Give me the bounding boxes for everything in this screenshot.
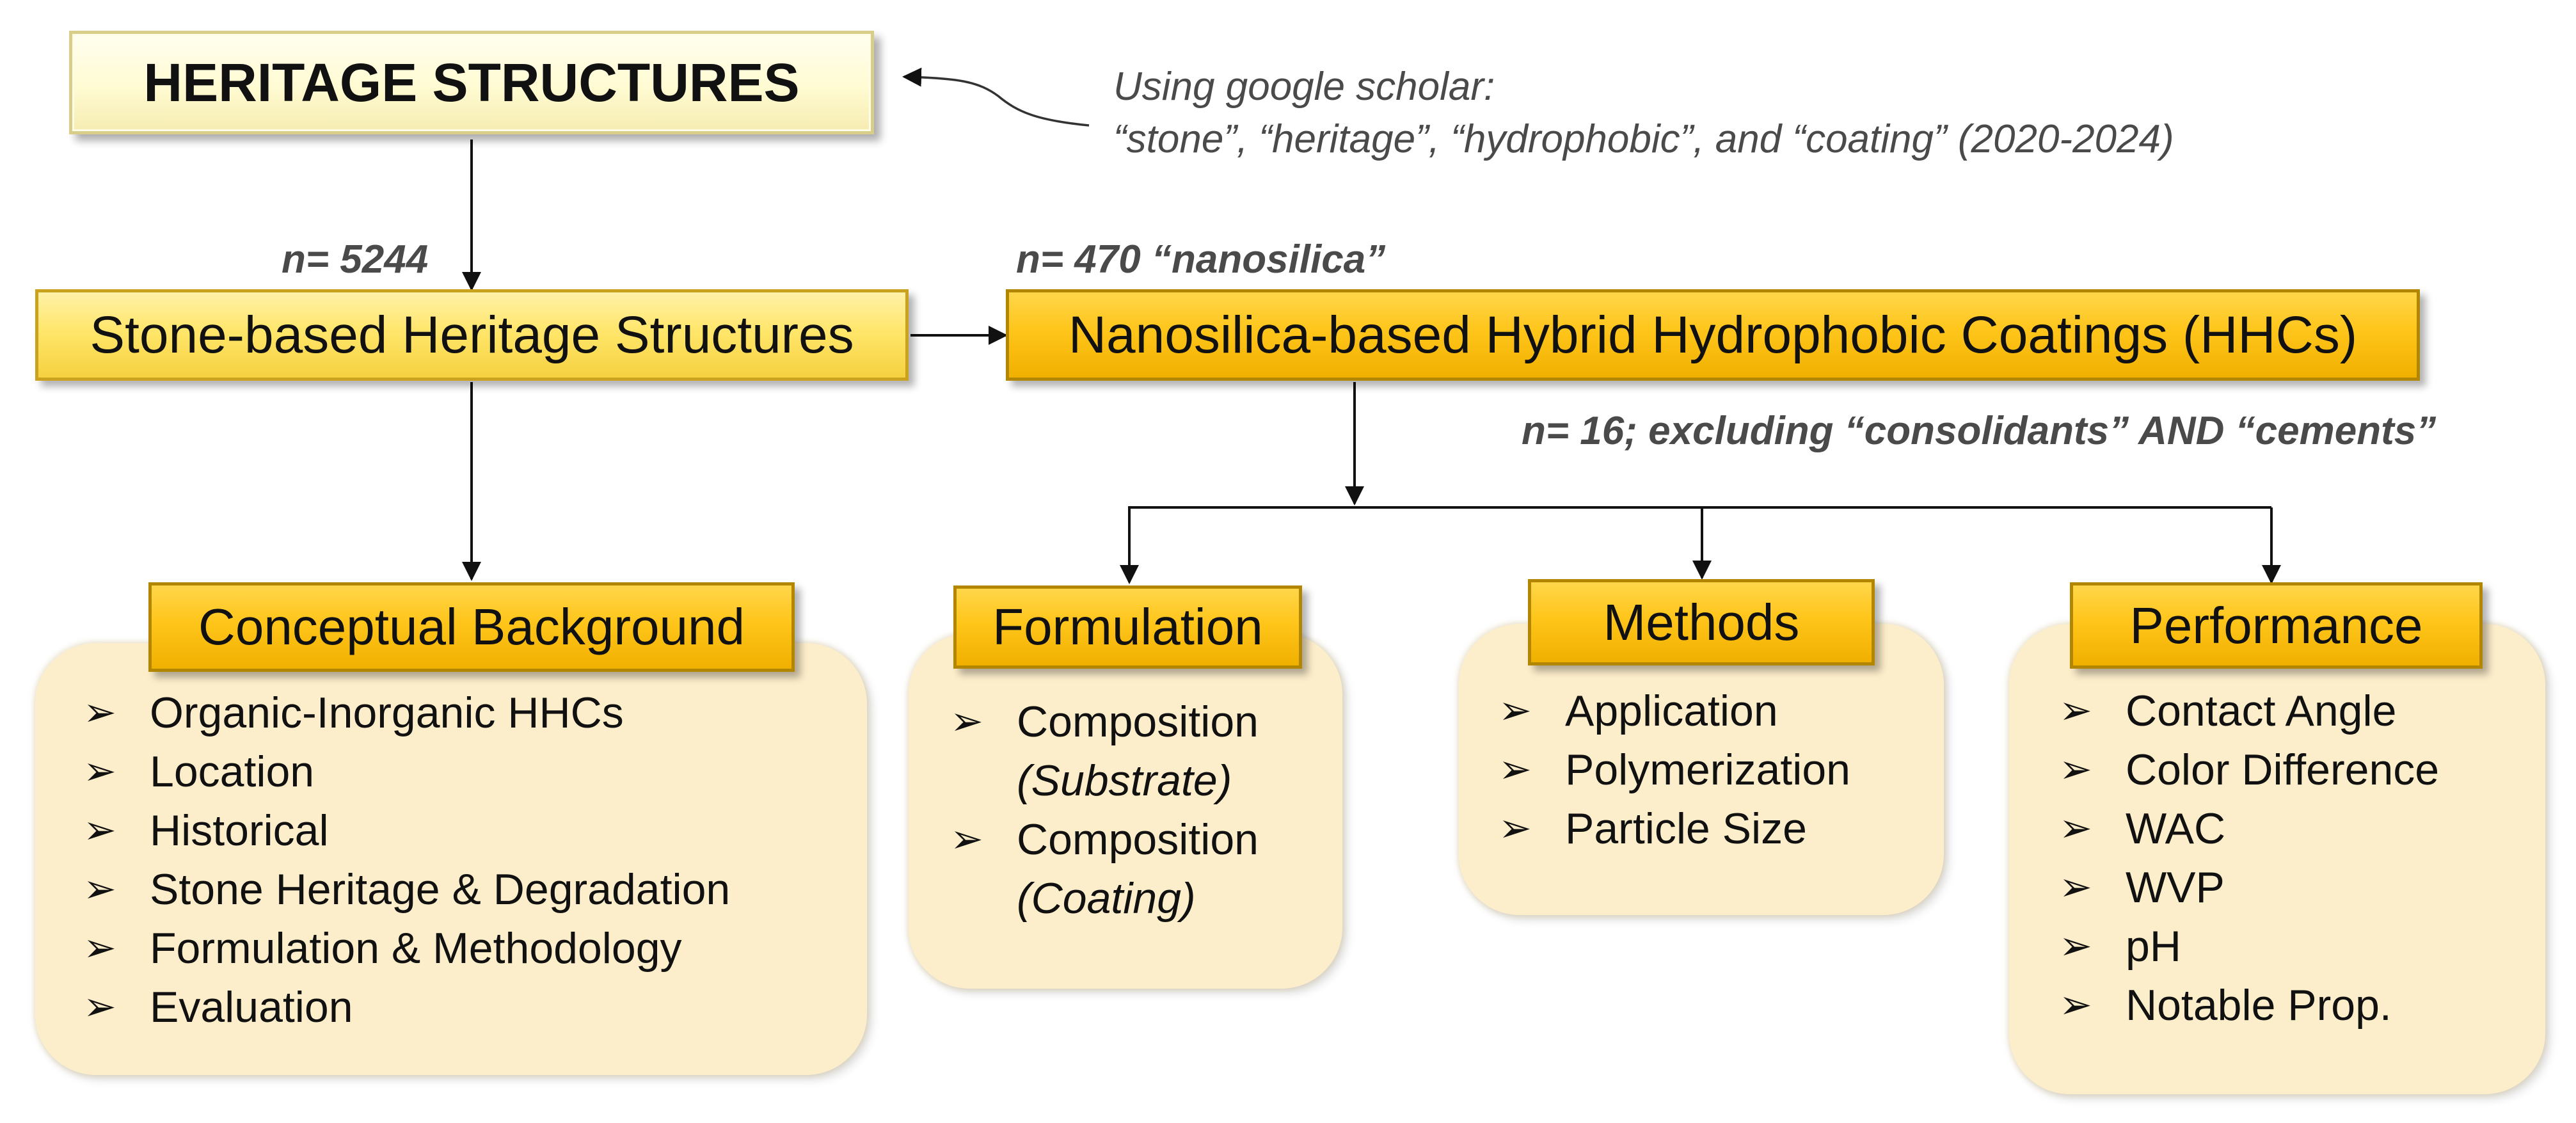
list-item-label: Color Difference [2126,745,2440,794]
arrow-source-to-heritage [902,67,1090,127]
count-stone-label: n= 5244 [282,237,429,282]
formulation-list: ➢ Composition (Substrate) ➢ Composition (Coa… [950,692,1259,928]
bullet-arrow-icon: ➢ [950,699,983,744]
formulation-header: Formulation [953,585,1302,669]
list-item: ➢ Composition (Coating) [950,810,1259,928]
list-item: ➢ Composition (Substrate) [950,692,1259,810]
list-item: ➢ Polymerization [1499,740,1850,799]
bullet-arrow-icon: ➢ [83,749,116,793]
bullet-arrow-icon: ➢ [83,808,116,852]
list-item: ➢ pH [2059,917,2439,976]
performance-panel [2009,624,2545,1094]
heritage-structures-label: HERITAGE STRUCTURES [143,52,800,113]
list-item-label: Location [150,747,315,796]
list-item-label: Historical [150,806,329,855]
nanosilica-hhc-label: Nanosilica-based Hybrid Hydrophobic Coat… [1068,305,2358,364]
list-item: ➢ Stone Heritage & Degradation [83,860,730,919]
list-item-label: Composition [1017,697,1259,746]
performance-header: Performance [2070,582,2483,669]
bullet-arrow-icon: ➢ [2059,806,2092,850]
formulation-title: Formulation [992,598,1263,655]
bullet-arrow-icon: ➢ [1499,689,1532,733]
list-item-label: Application [1565,687,1778,735]
list-item: ➢ Contact Angle [2059,681,2439,740]
bullet-arrow-icon: ➢ [950,817,983,861]
count-final-number: n= 16 [1522,409,1625,453]
count-nano-label: n= 470 “nanosilica” [1016,237,1386,282]
list-item: ➢ Formulation & Methodology [83,919,730,978]
list-item: ➢ Evaluation [83,978,730,1037]
stone-heritage-box: Stone-based Heritage Structures [35,289,909,381]
bullet-arrow-icon: ➢ [1499,806,1532,850]
list-item-label: WAC [2126,804,2226,853]
count-final-criteria: ; excluding “consolidants” AND “cements” [1624,409,2437,453]
list-item-label: Polymerization [1565,745,1850,794]
list-item-label: Stone Heritage & Degradation [150,865,731,914]
conceptual-background-header: Conceptual Background [148,582,795,672]
bullet-arrow-icon: ➢ [83,926,116,970]
list-item-label: WVP [2126,863,2225,912]
count-final-label: n= 16; excluding “consolidants” AND “cem… [1522,408,2436,454]
list-item-label: Composition [1017,815,1259,864]
list-item: ➢ Historical [83,801,730,860]
bullet-arrow-icon: ➢ [2059,983,2092,1027]
bullet-arrow-icon: ➢ [2059,747,2092,792]
list-item: ➢ Application [1499,681,1850,740]
list-item-sublabel: (Substrate) [1017,756,1232,805]
list-item: ➢ WAC [2059,799,2439,858]
formulation-panel [909,633,1342,989]
bullet-arrow-icon: ➢ [2059,689,2092,733]
list-item-sublabel: (Coating) [1017,874,1196,923]
list-item-label: Evaluation [150,983,353,1031]
performance-list: ➢ Contact Angle ➢ Color Difference ➢ WAC ➢ W… [2059,681,2439,1035]
bullet-arrow-icon: ➢ [2059,924,2092,968]
bullet-arrow-icon: ➢ [83,985,116,1029]
conceptual-background-list: ➢ Organic-Inorganic HHCs ➢ Location ➢ Histo… [83,683,730,1037]
list-item-label: Notable Prop. [2126,981,2392,1030]
conceptual-background-title: Conceptual Background [198,598,745,655]
bullet-arrow-icon: ➢ [83,690,116,735]
source-note-line1: Using google scholar: [1113,65,1495,109]
list-item: ➢ Location [83,742,730,801]
list-item: ➢ WVP [2059,858,2439,917]
methods-header: Methods [1528,579,1875,665]
nanosilica-hhc-box: Nanosilica-based Hybrid Hydrophobic Coat… [1006,289,2420,381]
list-item-label: Organic-Inorganic HHCs [150,689,624,737]
performance-title: Performance [2129,596,2423,654]
list-item: ➢ Particle Size [1499,799,1850,858]
methods-title: Methods [1603,593,1800,651]
bullet-arrow-icon: ➢ [2059,865,2092,909]
methods-panel [1459,624,1944,915]
list-item: ➢ Organic-Inorganic HHCs [83,683,730,742]
list-item-label: pH [2126,922,2181,971]
list-item-label: Contact Angle [2126,687,2397,735]
heritage-structures-box: HERITAGE STRUCTURES [69,31,874,134]
list-item: ➢ Notable Prop. [2059,976,2439,1035]
methods-list: ➢ Application ➢ Polymerization ➢ Particle S… [1499,681,1850,858]
list-item: ➢ Color Difference [2059,740,2439,799]
source-note-line2: “stone”, “heritage”, “hydrophobic”, and … [1113,117,2174,161]
bullet-arrow-icon: ➢ [83,867,116,911]
bullet-arrow-icon: ➢ [1499,747,1532,792]
list-item-label: Formulation & Methodology [150,924,682,973]
conceptual-background-panel [35,643,867,1075]
list-item-label: Particle Size [1565,804,1807,853]
stone-heritage-label: Stone-based Heritage Structures [90,305,854,364]
